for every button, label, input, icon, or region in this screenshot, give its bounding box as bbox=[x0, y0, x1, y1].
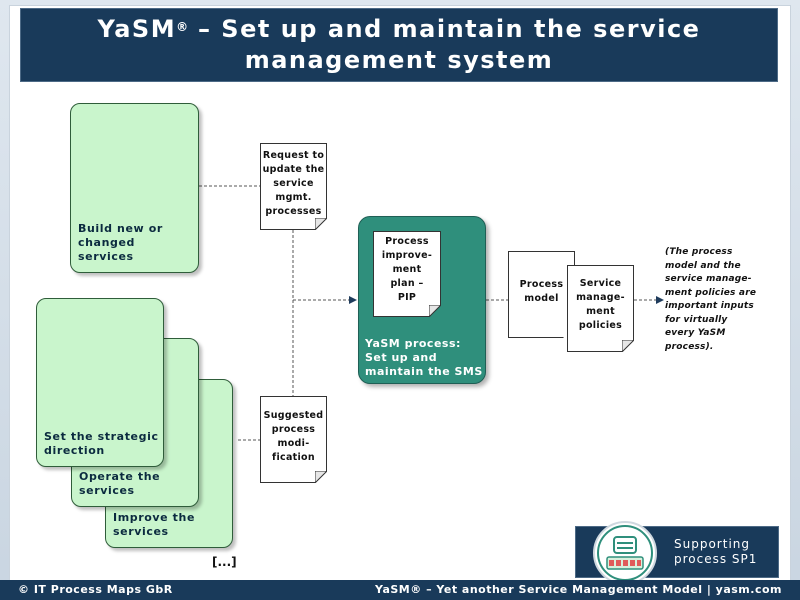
card-strategic-direction: Set the strategic direction bbox=[36, 298, 164, 467]
card-strategic-label: Set the strategic direction bbox=[44, 430, 159, 457]
card-improve-label: Improve the services bbox=[113, 511, 196, 538]
doc-service-policies-fold bbox=[622, 340, 634, 352]
title-bar: YaSM® – Set up and maintain the service … bbox=[20, 8, 778, 82]
doc-service-policies-text: Service manage- ment policies bbox=[576, 278, 625, 331]
footer-tagline: YaSM® – Yet another Service Management M… bbox=[375, 583, 782, 596]
supporting-process-label: Supporting process SP1 bbox=[674, 537, 758, 566]
footer-copyright: © IT Process Maps GbR bbox=[18, 583, 173, 596]
doc-suggested-modification: Suggested process modi- fication bbox=[260, 396, 327, 483]
ellipsis-more: [...] bbox=[212, 555, 237, 569]
footer-bar bbox=[0, 580, 800, 600]
card-build-services: Build new or changed services bbox=[70, 103, 199, 273]
doc-process-model: Process model bbox=[508, 251, 575, 338]
doc-request-text: Request to update the service mgmt. proc… bbox=[262, 150, 325, 217]
doc-suggested-fold bbox=[315, 471, 327, 483]
card-build-label: Build new or changed services bbox=[78, 222, 163, 263]
doc-pip-fold bbox=[429, 305, 441, 317]
doc-request-fold bbox=[315, 218, 327, 230]
doc-pip-text: Process improve- ment plan – PIP bbox=[381, 236, 433, 303]
page-title: YaSM® – Set up and maintain the service … bbox=[97, 15, 701, 74]
process-label: YaSM process: Set up and maintain the SM… bbox=[365, 337, 483, 378]
card-operate-label: Operate the services bbox=[79, 470, 161, 497]
doc-service-policies: Service manage- ment policies bbox=[567, 265, 634, 352]
doc-suggested-text: Suggested process modi- fication bbox=[263, 410, 324, 463]
doc-request-update: Request to update the service mgmt. proc… bbox=[260, 143, 327, 230]
note-text: (The process model and the service manag… bbox=[665, 247, 757, 352]
yasm-logo-icon bbox=[593, 521, 657, 585]
doc-pip: Process improve- ment plan – PIP bbox=[373, 231, 441, 317]
doc-process-model-text: Process model bbox=[519, 279, 564, 304]
